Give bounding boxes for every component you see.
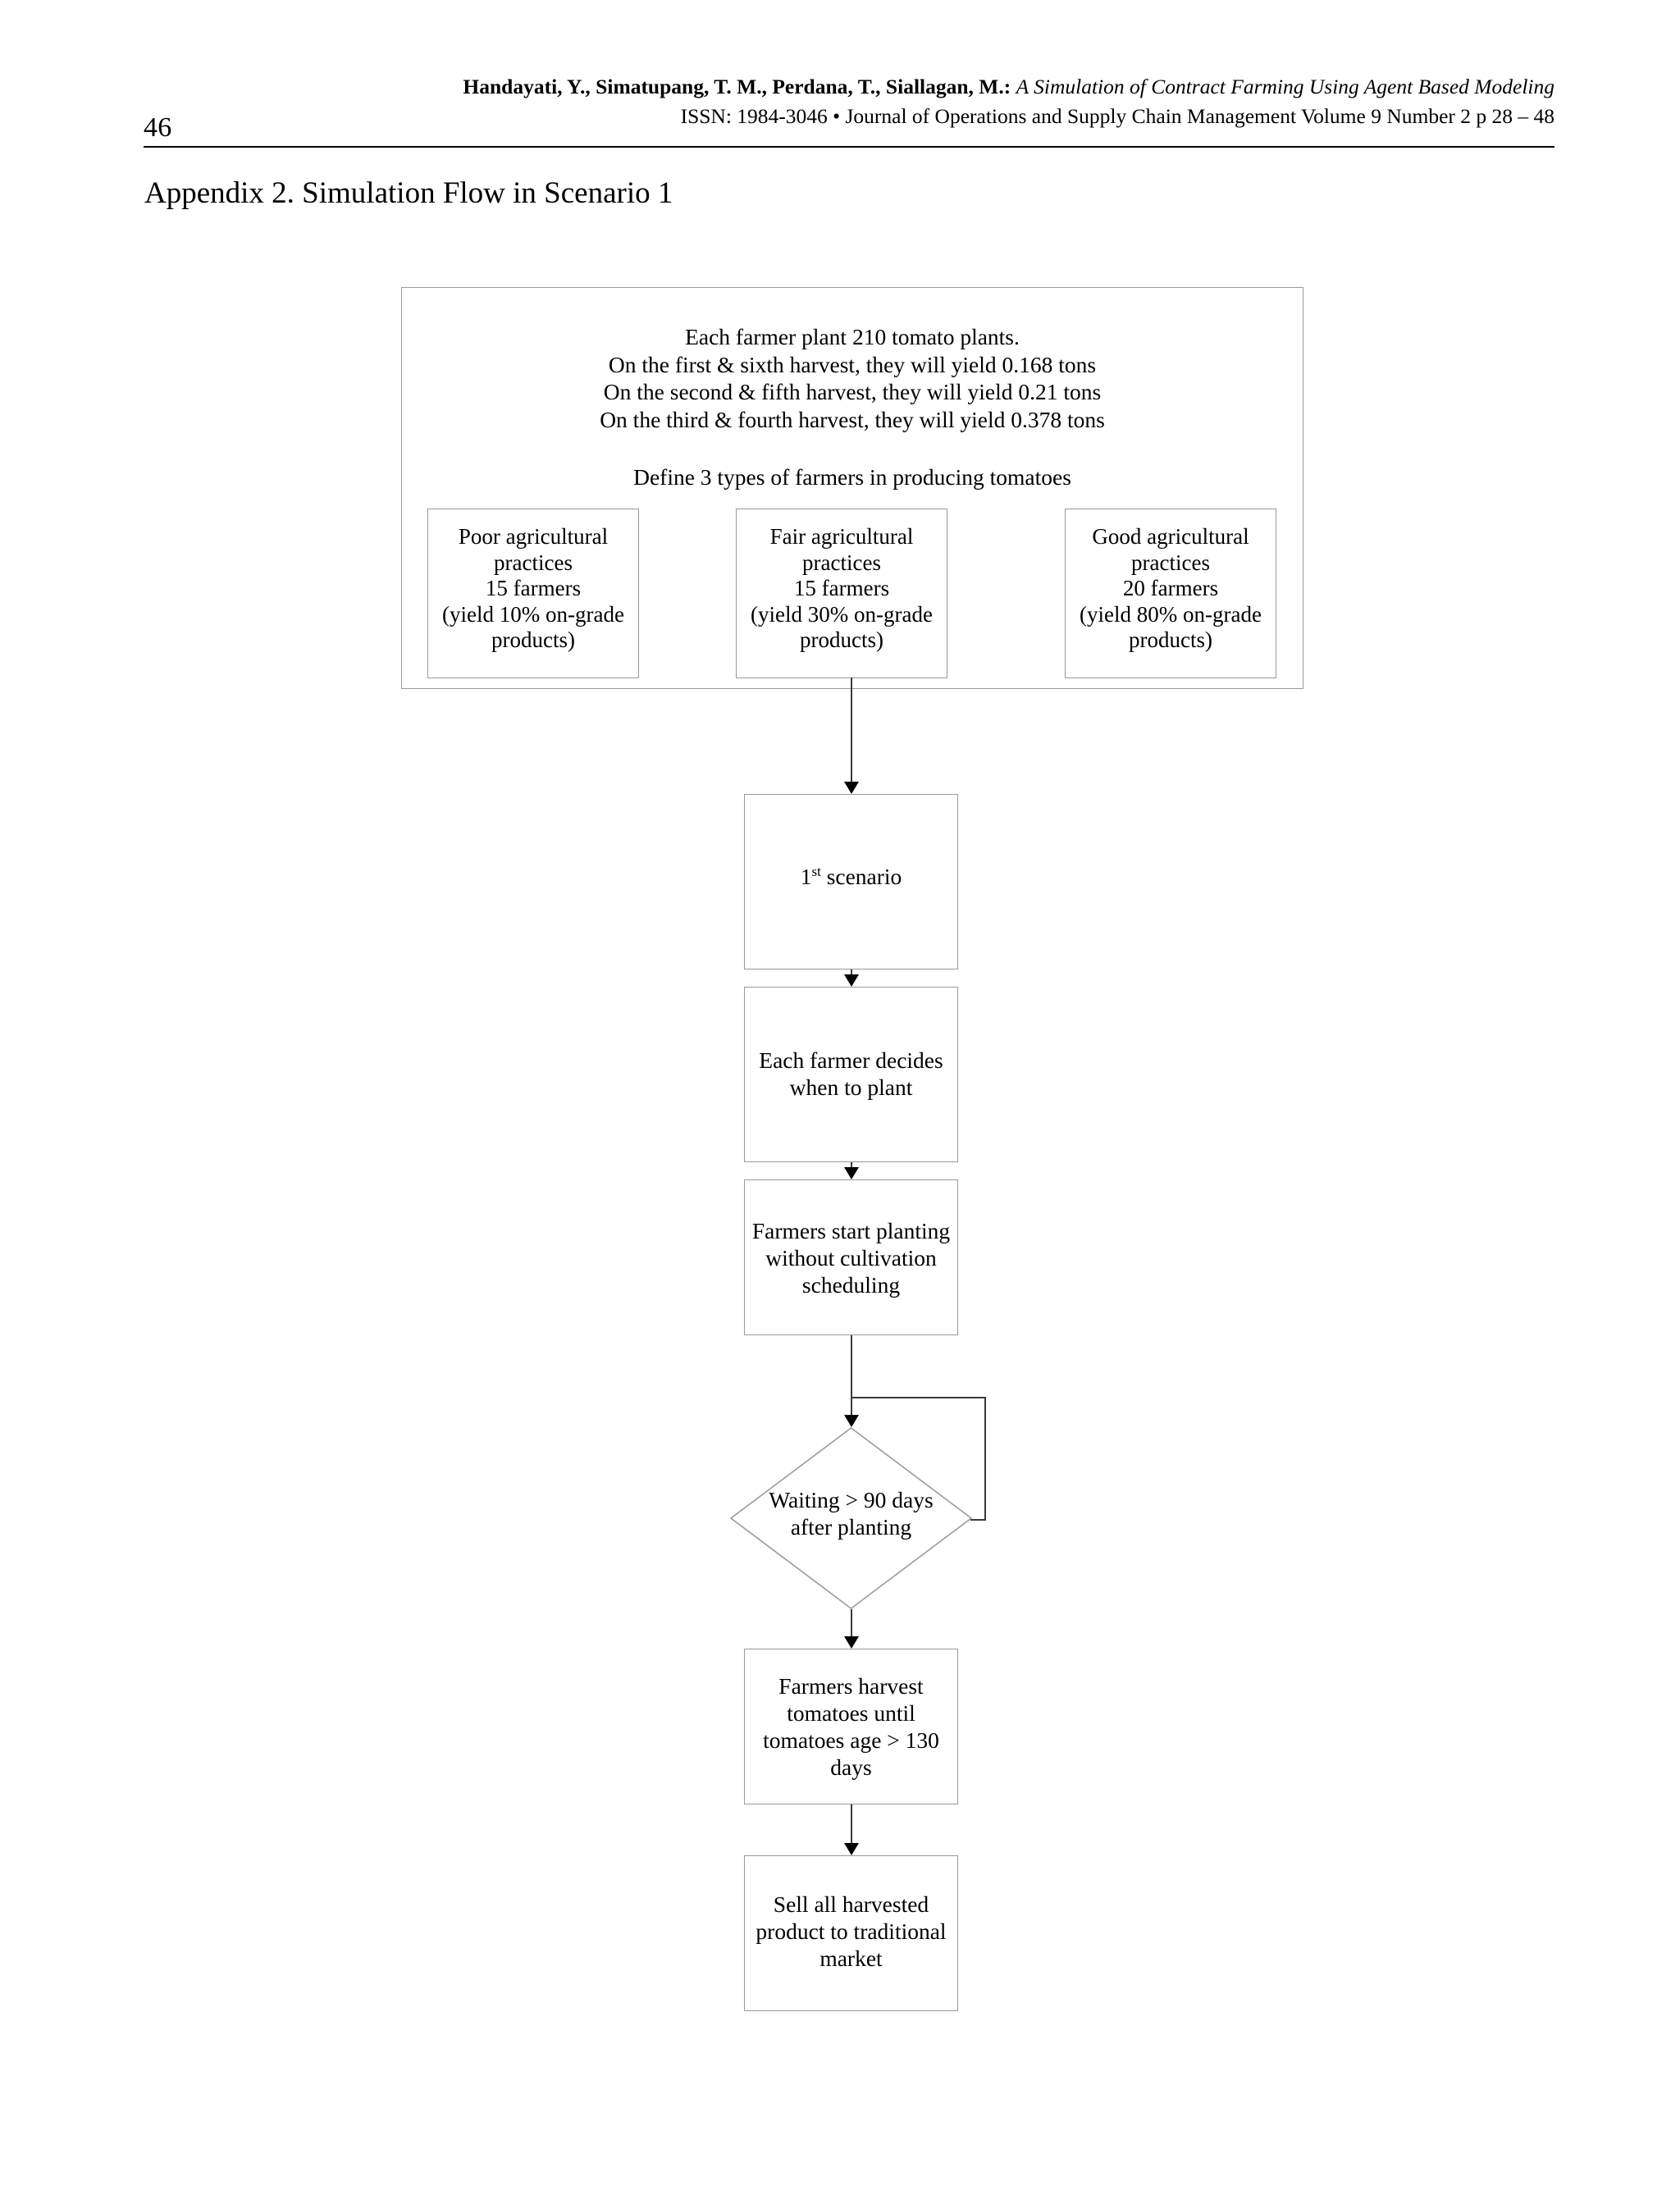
- setup-intro-line: On the third & fourth harvest, they will…: [600, 406, 1105, 432]
- setup-intro-line: On the second & fifth harvest, they will…: [603, 379, 1102, 404]
- farmer-type-line: Poor agricultural: [458, 524, 609, 549]
- node-line: Farmers start planting: [751, 1218, 951, 1243]
- node-harvest-tomatoes: Farmers harvest tomatoes until tomatoes …: [744, 1649, 958, 1804]
- farmer-type-label: Good agricultural practices 20 farmers (…: [1066, 524, 1276, 654]
- connector-setup-to-scenario: [851, 677, 852, 782]
- scenario-ordinal-number: 1: [800, 864, 812, 889]
- node-line: days: [830, 1754, 872, 1780]
- node-farmer-decides: Each farmer decides when to plant: [744, 987, 958, 1162]
- node-farmer-decides-label: Each farmer decides when to plant: [745, 1047, 957, 1101]
- setup-define-text: Define 3 types of farmers in producing t…: [633, 464, 1071, 490]
- node-sell-to-market-label: Sell all harvested product to traditiona…: [745, 1891, 957, 1972]
- farmer-type-line: (yield 30% on-grade: [751, 601, 933, 627]
- scenario-word: scenario: [820, 864, 902, 889]
- setup-intro-line: On the first & sixth harvest, they will …: [608, 351, 1097, 377]
- decision-diamond-shape: [730, 1427, 972, 1609]
- farmer-type-line: Good agricultural: [1092, 524, 1249, 549]
- arrowhead-setup-to-scenario: [844, 782, 859, 794]
- node-line: Farmers harvest: [778, 1673, 924, 1699]
- node-first-scenario: 1st scenario: [744, 794, 958, 969]
- node-line: tomatoes age > 130: [763, 1727, 939, 1753]
- farmer-type-line: practices: [802, 550, 881, 575]
- node-harvest-tomatoes-label: Farmers harvest tomatoes until tomatoes …: [745, 1672, 957, 1781]
- farmer-type-line: Fair agricultural: [769, 524, 914, 549]
- header-line-authors-title: Handayati, Y., Simatupang, T. M., Perdan…: [242, 72, 1554, 102]
- scenario-ordinal-suffix: st: [811, 863, 821, 879]
- node-sell-to-market: Sell all harvested product to traditiona…: [744, 1855, 958, 2011]
- connector-wait-to-harvest: [851, 1609, 852, 1636]
- node-line: scheduling: [801, 1272, 901, 1298]
- arrowhead-planting-to-wait: [844, 1415, 859, 1427]
- header-rule: [144, 146, 1554, 148]
- node-line: without cultivation: [765, 1245, 937, 1271]
- node-waiting-decision-label: Waiting > 90 days after planting: [730, 1486, 972, 1540]
- setup-intro-text: Each farmer plant 210 tomato plants. On …: [401, 323, 1303, 433]
- farmer-type-line: practices: [1131, 550, 1210, 575]
- node-waiting-decision: [730, 1427, 972, 1609]
- running-head: 46 Handayati, Y., Simatupang, T. M., Per…: [144, 72, 1554, 148]
- farmer-type-label: Fair agricultural practices 15 farmers (…: [737, 524, 947, 654]
- node-line: after planting: [790, 1514, 912, 1540]
- farmer-type-line: practices: [494, 550, 573, 575]
- arrowhead-harvest-to-sell: [844, 1843, 859, 1855]
- connector-planting-to-wait: [851, 1335, 852, 1415]
- farmer-type-line: products): [1129, 627, 1212, 652]
- node-first-scenario-label: 1st scenario: [745, 863, 957, 890]
- farmer-type-line: 15 farmers: [485, 576, 582, 600]
- page-number: 46: [144, 112, 172, 143]
- farmer-type-line: (yield 10% on-grade: [442, 601, 624, 627]
- header-journal-line: ISSN: 1984-3046 • Journal of Operations …: [680, 104, 1554, 128]
- farmer-type-box-good: Good agricultural practices 20 farmers (…: [1065, 509, 1276, 678]
- farmer-type-line: 20 farmers: [1122, 576, 1219, 600]
- connector-scenario-to-decide: [851, 969, 852, 974]
- connector-loop-right: [984, 1397, 986, 1520]
- farmer-type-box-poor: Poor agricultural practices 15 farmers (…: [427, 509, 639, 678]
- node-start-planting: Farmers start planting without cultivati…: [744, 1179, 958, 1335]
- farmer-type-line: 15 farmers: [793, 576, 890, 600]
- arrowhead-decide-to-planting: [844, 1167, 859, 1179]
- header-citation: Handayati, Y., Simatupang, T. M., Perdan…: [242, 72, 1554, 131]
- farmer-type-line: (yield 80% on-grade: [1080, 601, 1262, 627]
- farmer-type-line: products): [491, 627, 575, 652]
- node-line: Sell all harvested: [773, 1891, 929, 1917]
- node-line: product to traditional: [756, 1918, 947, 1944]
- header-authors: Handayati, Y., Simatupang, T. M., Perdan…: [463, 75, 1011, 98]
- node-line: tomatoes until: [787, 1700, 915, 1726]
- connector-loop-top: [851, 1397, 986, 1398]
- node-line: when to plant: [789, 1074, 913, 1100]
- connector-harvest-to-sell: [851, 1804, 852, 1843]
- connector-loop-into-diamond: [970, 1519, 986, 1521]
- node-start-planting-label: Farmers start planting without cultivati…: [745, 1217, 957, 1298]
- setup-intro-line: Each farmer plant 210 tomato plants.: [685, 324, 1020, 349]
- header-article-title: A Simulation of Contract Farming Using A…: [1016, 75, 1554, 98]
- arrowhead-wait-to-harvest: [844, 1636, 859, 1649]
- node-line: Each farmer decides: [759, 1047, 943, 1073]
- farmer-type-box-fair: Fair agricultural practices 15 farmers (…: [736, 509, 947, 678]
- connector-decide-to-planting: [851, 1162, 852, 1167]
- appendix-title: Appendix 2. Simulation Flow in Scenario …: [144, 176, 673, 210]
- arrowhead-scenario-to-decide: [844, 974, 859, 987]
- farmer-type-line: products): [800, 627, 883, 652]
- node-line: market: [819, 1946, 883, 1971]
- node-line: Waiting > 90 days: [769, 1487, 934, 1512]
- farmer-type-label: Poor agricultural practices 15 farmers (…: [428, 524, 638, 654]
